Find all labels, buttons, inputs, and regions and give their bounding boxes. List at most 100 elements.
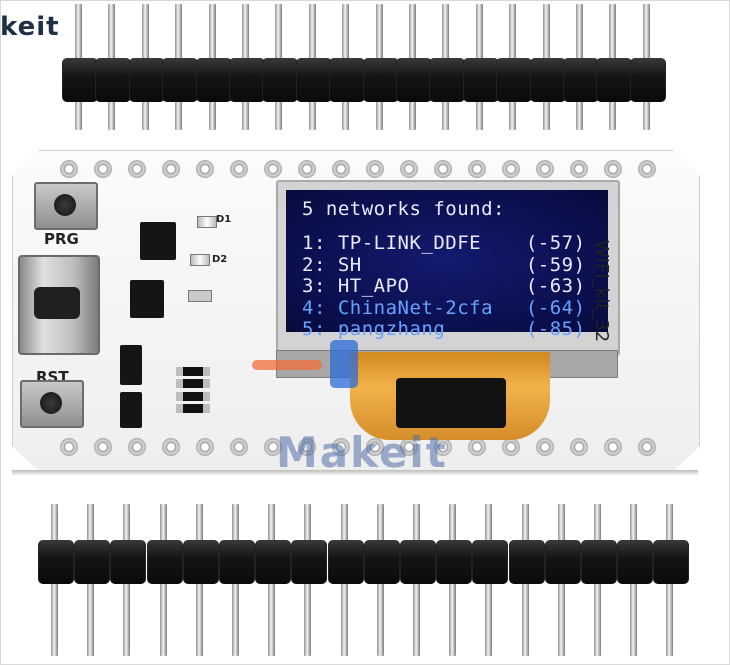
network-rssi: (-59) (525, 253, 586, 276)
header-pin (666, 504, 674, 542)
header-pin (375, 100, 383, 130)
network-rssi: (-85) (525, 318, 586, 340)
led-d1-label: D1 (216, 214, 232, 225)
header-plastic-block (255, 540, 292, 584)
pin-hole (400, 438, 418, 456)
header-plastic-block (327, 540, 364, 584)
header-pin (275, 4, 283, 60)
header-pin (242, 100, 249, 130)
header-pin (594, 582, 601, 656)
header-plastic-block (146, 540, 183, 584)
header-pin (159, 504, 167, 542)
pin-hole (162, 160, 180, 178)
brand-watermark-corner: keit (0, 12, 60, 42)
header-pin (175, 4, 183, 60)
header-pin (108, 100, 116, 130)
header-pin (485, 504, 493, 542)
pin-hole (502, 160, 520, 178)
header-plastic-block (95, 58, 132, 102)
header-pin (442, 4, 450, 60)
header-pin (87, 504, 95, 542)
header-pin (123, 582, 131, 656)
pin-hole (604, 438, 622, 456)
pin-hole (94, 438, 112, 456)
pin-hole (196, 160, 214, 178)
pin-hole (332, 160, 350, 178)
header-pin (630, 582, 638, 656)
header-pin (75, 100, 82, 130)
header-pin (308, 100, 316, 130)
resistor-bank (176, 367, 210, 413)
header-pin (208, 4, 216, 60)
rst-button[interactable] (20, 380, 84, 428)
oled-network-row: 3: HT_APO(-63) (302, 275, 586, 297)
header-pin (409, 100, 416, 130)
header-pin (542, 4, 550, 60)
pin-hole (128, 160, 146, 178)
header-plastic-block (295, 58, 332, 102)
header-plastic-block (291, 540, 328, 584)
header-plastic-block (653, 540, 690, 584)
header-pin (75, 4, 82, 60)
pin-hole (264, 438, 282, 456)
oled-network-row: 2: SH(-59) (302, 254, 586, 276)
header-pin (630, 504, 638, 542)
pin-hole (298, 438, 316, 456)
header-plastic-block (544, 540, 581, 584)
micro-usb-port[interactable] (18, 255, 100, 355)
watermark-bar-blue (330, 340, 358, 388)
transistor-chip (130, 280, 164, 318)
header-pin (51, 582, 58, 656)
header-plastic-block (617, 540, 654, 584)
pin-hole (128, 438, 146, 456)
header-pin (475, 4, 483, 60)
header-pin (340, 582, 348, 656)
header-pin (413, 504, 420, 542)
header-pin (51, 504, 58, 542)
pin-hole (502, 438, 520, 456)
pin-hole (230, 438, 248, 456)
network-rssi: (-64) (525, 296, 586, 319)
header-pin (123, 504, 131, 542)
header-pin (666, 582, 674, 656)
header-pin (242, 4, 249, 60)
led-d2-label: D2 (212, 254, 228, 265)
header-pin (521, 582, 529, 656)
header-plastic-block (400, 540, 436, 584)
header-pin (642, 4, 650, 60)
pin-hole (60, 160, 78, 178)
board-model-label: WIFI_kit_32 (591, 240, 612, 343)
header-plastic-block (563, 58, 599, 102)
header-pin (342, 4, 350, 60)
oled-network-row: 4: ChinaNet-2cfa(-64) (302, 297, 586, 319)
network-rssi: (-57) (525, 232, 586, 254)
header-plastic-block (262, 58, 299, 102)
header-plastic-block (472, 540, 509, 584)
header-plastic-block (596, 58, 633, 102)
header-plastic-block (496, 58, 533, 102)
regulator-chip (140, 222, 176, 260)
header-pin (521, 504, 529, 542)
pin-hole (570, 438, 588, 456)
header-pin (609, 4, 617, 60)
header-plastic-block (396, 58, 432, 102)
header-pin (304, 504, 312, 542)
smd-chip-b (120, 392, 142, 428)
header-pin (509, 100, 517, 130)
board-edge-shadow (12, 470, 698, 476)
header-plastic-block (329, 58, 366, 102)
network-index: 1: (302, 232, 338, 254)
network-ssid: HT_APO (337, 275, 410, 297)
makeit-watermark: Makeit (276, 428, 448, 477)
header-plastic-block (74, 540, 111, 584)
header-plastic-block (229, 58, 265, 102)
led-d1 (197, 216, 217, 228)
header-pin (232, 504, 239, 542)
oled-network-row: 5: pangzhang(-85) (302, 318, 586, 340)
header-pin (175, 100, 183, 130)
pin-hole (196, 438, 214, 456)
header-pin (475, 100, 483, 130)
prg-button[interactable] (34, 182, 98, 230)
header-plastic-block (182, 540, 219, 584)
header-plastic-block (62, 58, 98, 102)
